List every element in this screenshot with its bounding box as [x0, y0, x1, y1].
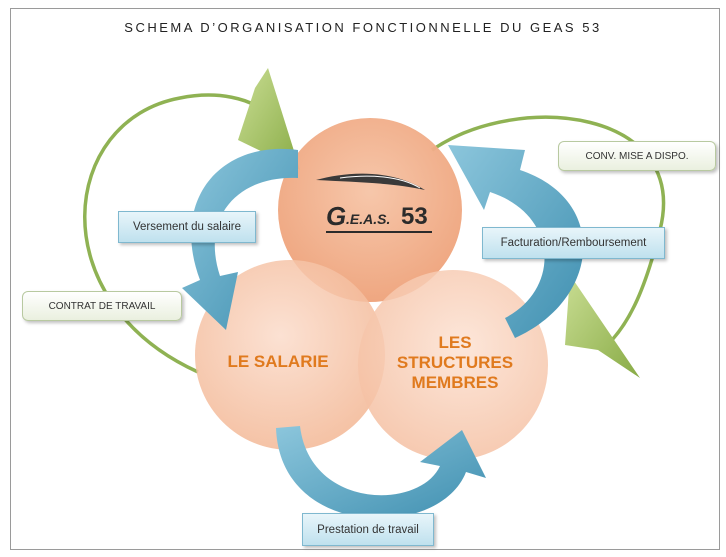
- versement-label: Versement du salaire: [118, 211, 256, 243]
- conv-label: CONV. MISE A DISPO.: [558, 141, 716, 171]
- structures-line-2: STRUCTURES: [396, 353, 514, 372]
- geas-circle: [278, 118, 462, 302]
- logo-number: 53: [401, 203, 428, 230]
- structures-line-3: MEMBRES: [411, 373, 499, 392]
- structures-label: LES STRUCTURES MEMBRES: [395, 333, 515, 393]
- conv-loop: [431, 115, 666, 342]
- structures-circle: [358, 270, 548, 460]
- conv-arrowhead: [565, 275, 640, 378]
- prestation-arrow: [276, 426, 486, 519]
- contrat-arrowhead: [238, 68, 300, 170]
- structures-line-1: LES: [438, 333, 472, 352]
- salarie-label: LE SALARIE: [227, 352, 329, 371]
- logo-letter-g: G: [326, 201, 347, 231]
- logo-letters: .E.A.S.: [346, 211, 391, 227]
- page-title: SCHEMA D’ORGANISATION FONCTIONNELLE DU G…: [124, 20, 602, 35]
- facturation-arrow: [448, 145, 584, 338]
- prestation-label: Prestation de travail: [302, 513, 434, 546]
- contrat-label: CONTRAT DE TRAVAIL: [22, 291, 182, 321]
- salarie-circle: [195, 260, 385, 450]
- facturation-label: Facturation/Remboursement: [482, 227, 665, 259]
- versement-arrow: [182, 148, 298, 330]
